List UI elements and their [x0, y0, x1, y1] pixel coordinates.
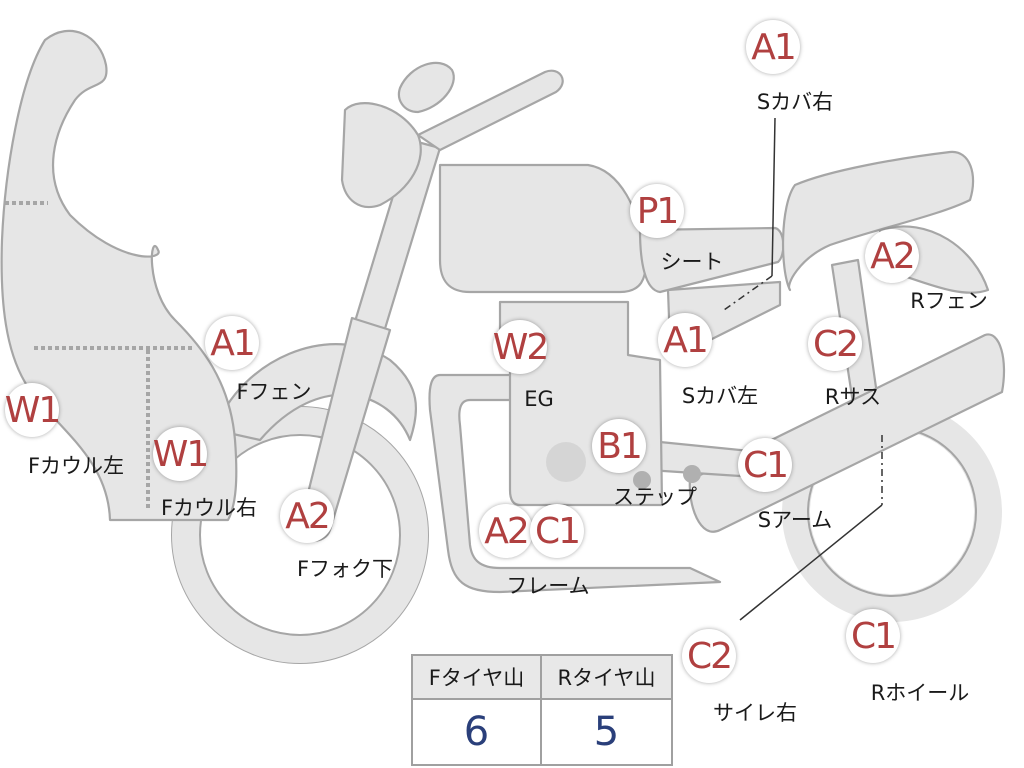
- part-label: サイレ右: [713, 701, 797, 725]
- part-badge: B1: [592, 419, 646, 473]
- part-label: EG: [524, 387, 554, 411]
- part-badge: W2: [493, 320, 549, 374]
- part-label: シート: [660, 250, 724, 274]
- part-badge: A1: [746, 20, 800, 74]
- step-peg-1: [633, 471, 651, 489]
- rear-cowl-shape: [781, 150, 975, 292]
- fuel-tank-shape: [438, 163, 647, 294]
- part-badge: W1: [5, 383, 61, 437]
- leader-scover-right: [771, 117, 776, 277]
- front-tire-value: 6: [413, 700, 542, 764]
- leader-scover-right-dash: [723, 275, 773, 311]
- part-label: Fカウル左: [27, 454, 125, 478]
- seat-shape: [638, 226, 785, 294]
- leader-silencer-diagonal: [739, 504, 883, 621]
- part-badge: C1: [846, 609, 900, 663]
- part-badge: C2: [808, 317, 862, 371]
- part-badge: A2: [479, 504, 533, 558]
- part-badge: W1: [153, 427, 209, 481]
- part-label: Rサス: [824, 385, 882, 409]
- mirror-shape: [397, 61, 455, 114]
- part-label: Fカウル右: [160, 496, 258, 520]
- step-peg-2: [683, 465, 701, 483]
- front-tire-header: Fタイヤ山: [413, 656, 542, 700]
- part-label: Rフェン: [910, 289, 988, 313]
- rear-tire-value: 5: [593, 709, 620, 755]
- engine-cover: [546, 442, 586, 482]
- handlebar-shape: [416, 69, 564, 152]
- part-label: Fフォク下: [296, 557, 394, 581]
- part-badge: C1: [530, 504, 584, 558]
- frame-loop-shape: [428, 373, 722, 594]
- part-label: Sアーム: [757, 508, 833, 532]
- part-label: フレーム: [506, 574, 590, 598]
- part-label: ステップ: [613, 485, 697, 509]
- headlight-shape: [340, 102, 422, 208]
- part-badge: P1: [630, 184, 684, 238]
- part-label: Fフェン: [236, 380, 312, 404]
- part-badge: C2: [682, 629, 736, 683]
- part-label: Sカバ左: [681, 384, 759, 408]
- rear-tire-header: Rタイヤ山: [542, 656, 671, 700]
- part-badge: C1: [738, 438, 792, 492]
- part-label: Rホイール: [870, 681, 970, 705]
- part-label: Sカバ右: [756, 90, 834, 114]
- front-cowl-shape: [0, 29, 238, 522]
- tire-tread-table: Fタイヤ山 Rタイヤ山 6 5: [411, 654, 673, 766]
- part-badge: A1: [205, 316, 259, 370]
- part-badge: A2: [865, 229, 919, 283]
- part-badge: A2: [280, 489, 334, 543]
- part-badge: A1: [658, 313, 712, 367]
